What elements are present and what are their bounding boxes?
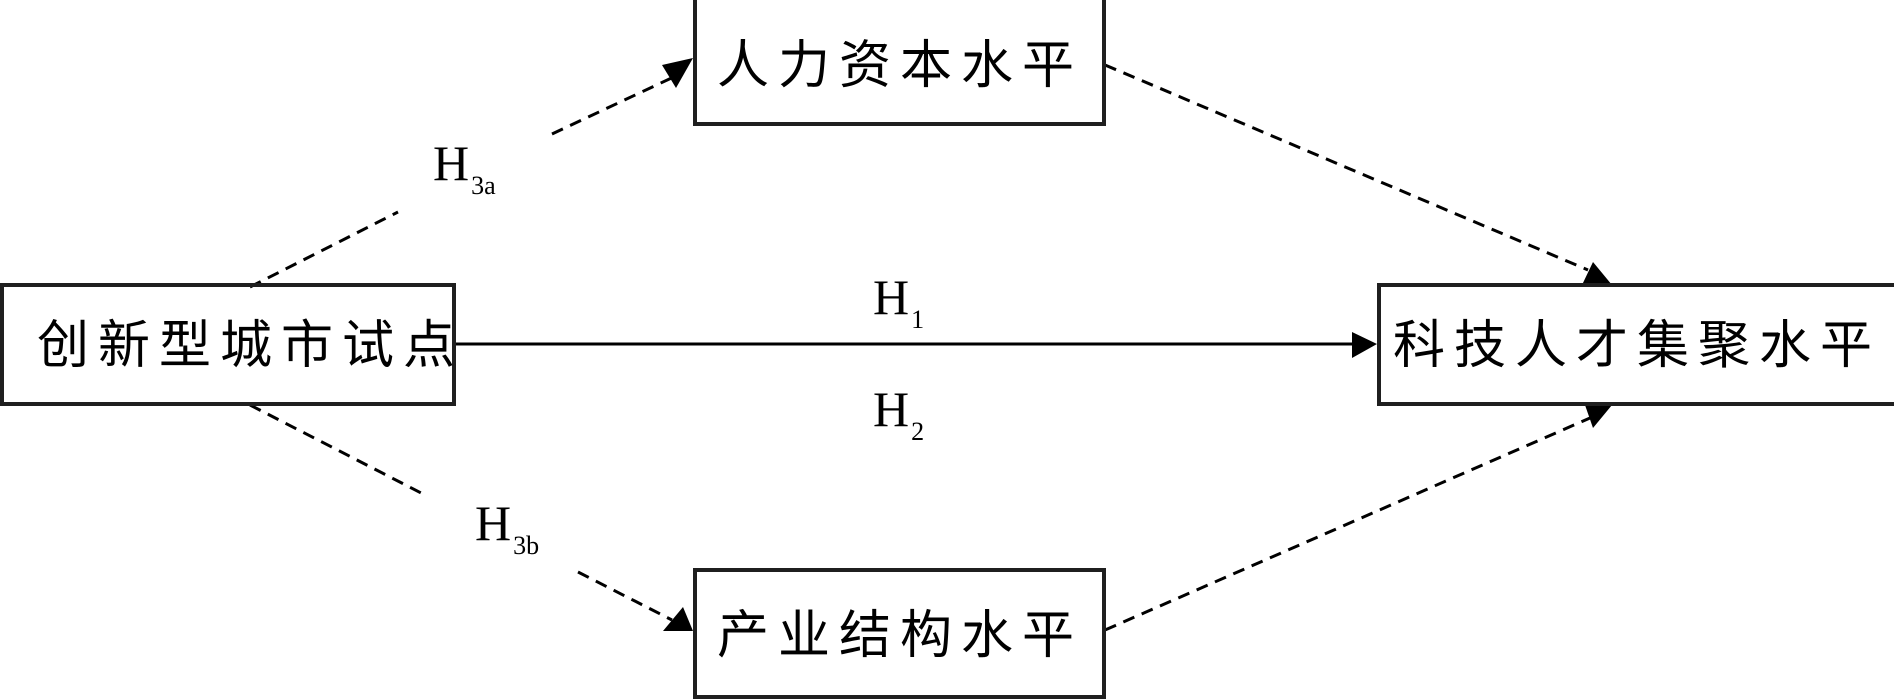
node-tech-talent-agglomeration: 科技人才集聚水平 — [1377, 283, 1894, 406]
arrowhead-to-industry — [663, 607, 693, 631]
edge-source-to-industry-a — [249, 403, 428, 498]
hypothesis-main: H — [433, 135, 470, 191]
hypothesis-label-h3b: H3b — [475, 495, 540, 560]
arrowhead-source-to-target — [1352, 332, 1377, 358]
node-label: 科技人才集聚水平 — [1393, 316, 1882, 376]
hypothesis-main: H — [873, 269, 910, 325]
hypothesis-label-h1: H1 — [873, 269, 925, 334]
hypothesis-label-h3a: H3a — [433, 135, 496, 200]
arrowhead-to-human-capital — [662, 58, 693, 88]
node-label: 人力资本水平 — [717, 36, 1084, 96]
node-human-capital-level: 人力资本水平 — [693, 0, 1106, 126]
hypothesis-main: H — [873, 381, 910, 437]
node-label: 创新型城市试点 — [37, 316, 465, 376]
hypothesis-label-h2: H2 — [873, 381, 925, 446]
hypothesis-subscript: 2 — [911, 417, 925, 446]
edge-human-capital-to-target — [1104, 63, 1589, 272]
node-innovative-city-pilot: 创新型城市试点 — [0, 283, 456, 406]
hypothesis-subscript: 3b — [513, 531, 540, 560]
arrowhead-industry-to-target — [1585, 405, 1612, 428]
hypothesis-subscript: 3a — [471, 171, 496, 200]
arrowhead-human-capital-to-target — [1582, 262, 1612, 285]
edge-industry-to-target — [1104, 416, 1591, 632]
hypothesis-main: H — [475, 495, 512, 551]
edge-source-to-human-capital-b — [551, 72, 681, 136]
edge-source-to-human-capital-a — [249, 210, 399, 289]
node-industrial-structure-level: 产业结构水平 — [693, 568, 1106, 699]
node-label: 产业结构水平 — [717, 606, 1084, 666]
edge-source-to-industry-b — [577, 570, 673, 622]
hypothesis-subscript: 1 — [911, 305, 925, 334]
